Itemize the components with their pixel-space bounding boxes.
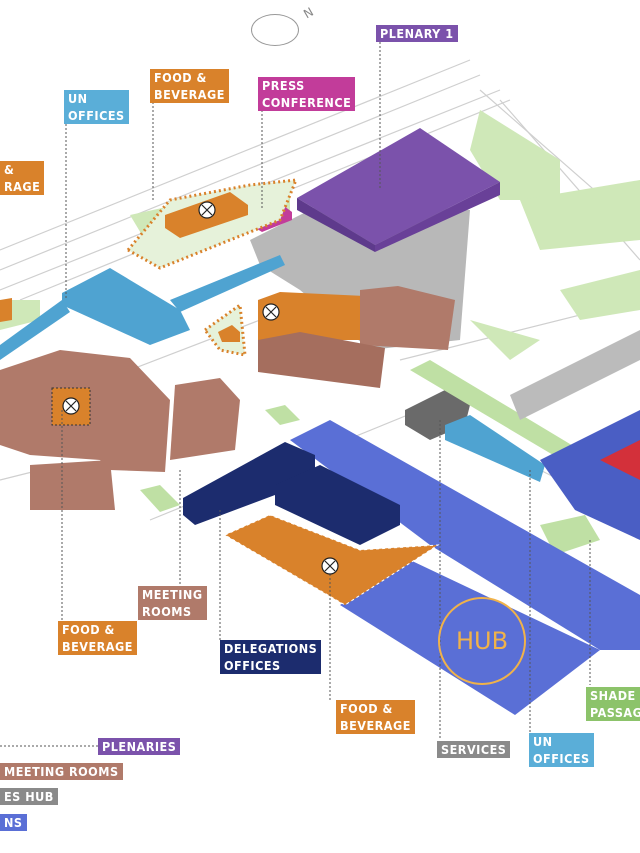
plenary-1-building xyxy=(297,128,500,252)
food-building-far-left xyxy=(0,298,12,322)
label-line: CONFERENCE xyxy=(262,95,352,110)
legend-plenaries: PLENARIES xyxy=(98,738,181,755)
legend-blue-zone: NS xyxy=(0,814,27,831)
label-meeting-rooms: MEETING ROOMS xyxy=(138,586,207,620)
meeting-building-central xyxy=(360,286,455,350)
un-offices-building xyxy=(0,255,285,360)
food-icons xyxy=(62,201,339,575)
label-line: ROOMS xyxy=(142,604,192,619)
label-line: BEVERAGE xyxy=(62,639,133,654)
label-press-conference: PRESS CONFERENCE xyxy=(258,77,356,111)
shaded-passage xyxy=(410,360,580,465)
label-line: BEVERAGE xyxy=(154,87,225,102)
shaded-passage-3 xyxy=(140,485,180,512)
food-building-central xyxy=(258,292,365,340)
label-food-beverage-mid: FOOD & BEVERAGE xyxy=(58,621,137,655)
label-line: FOOD & xyxy=(154,70,207,85)
label-services: SERVICES xyxy=(437,741,511,758)
food-building-small xyxy=(218,325,240,342)
label-delegations-offices: DELEGATIONS OFFICES xyxy=(220,640,322,674)
delegations-offices-building xyxy=(183,442,400,545)
label-line: FOOD & xyxy=(62,622,115,637)
hub-marker: HUB xyxy=(438,597,526,685)
label-line: PRESS xyxy=(262,78,305,93)
label-plenary-1: PLENARY 1 xyxy=(376,25,458,42)
compass-icon xyxy=(251,14,299,46)
label-line: RAGE xyxy=(4,179,41,194)
label-shaded-passage: SHADE PASSAG xyxy=(586,687,640,721)
label-line: MEETING xyxy=(142,587,203,602)
label-line: OFFICES xyxy=(224,658,281,673)
label-line: FOOD & xyxy=(340,701,393,716)
gray-building-east xyxy=(510,330,640,420)
meeting-rooms-cluster xyxy=(0,350,240,510)
label-line: OFFICES xyxy=(68,108,125,123)
label-line: DELEGATIONS xyxy=(224,641,318,656)
legend-meeting-rooms: MEETING ROOMS xyxy=(0,763,123,780)
label-line: & xyxy=(4,162,15,177)
label-line: SHADE xyxy=(590,688,636,703)
label-food-beverage-bottom: FOOD & BEVERAGE xyxy=(336,700,415,734)
un-offices-building-south xyxy=(445,415,545,482)
leader-lines xyxy=(0,42,591,747)
label-line: UN xyxy=(68,91,88,106)
label-food-beverage-left: & RAGE xyxy=(0,161,45,195)
label-un-offices-bottom: UN OFFICES xyxy=(529,733,594,767)
label-line: BEVERAGE xyxy=(340,718,411,733)
shaded-passage-2 xyxy=(540,515,600,555)
label-line: UN xyxy=(533,734,553,749)
label-food-beverage-top: FOOD & BEVERAGE xyxy=(150,69,229,103)
meeting-building-south xyxy=(258,332,385,388)
shaded-passage-4 xyxy=(265,405,300,425)
label-line: OFFICES xyxy=(533,751,590,766)
label-un-offices-top: UN OFFICES xyxy=(64,90,129,124)
legend-hub: ES HUB xyxy=(0,788,58,805)
label-line: PASSAG xyxy=(590,705,640,720)
